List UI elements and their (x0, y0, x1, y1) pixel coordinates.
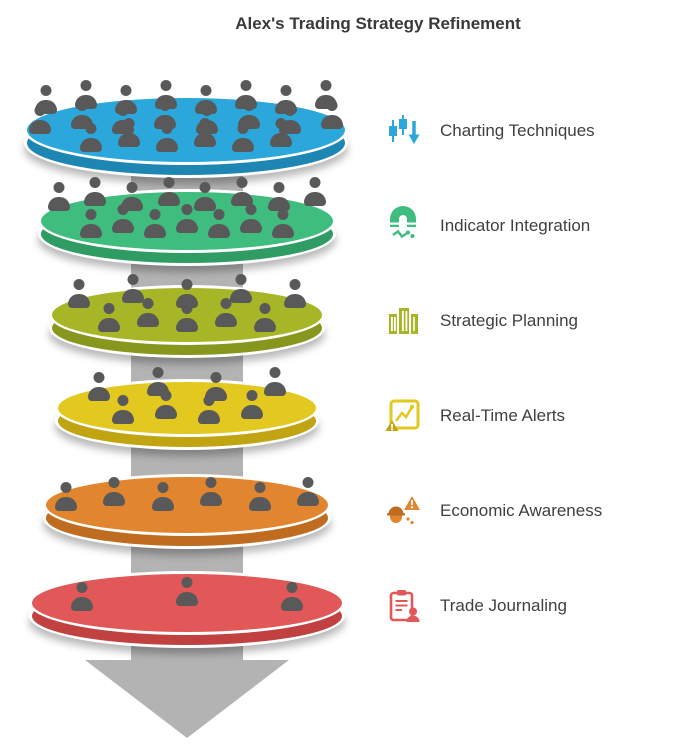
disc-surface (43, 474, 331, 536)
funnel-disc-real-time-alerts (55, 379, 319, 450)
person-icon (111, 204, 134, 233)
legend-strategic-planning: Strategic Planning (383, 297, 578, 345)
funnel-disc-economic-awareness (43, 474, 331, 549)
person-icon (231, 177, 254, 207)
legend-label: Economic Awareness (440, 501, 603, 520)
legend-charting-techniques: Charting Techniques (383, 107, 595, 155)
person-icon (232, 123, 255, 152)
person-icon (151, 482, 174, 512)
person-icon (208, 209, 231, 238)
magnet-icon (383, 206, 423, 246)
legend-indicator-integration: Indicator Integration (383, 202, 590, 250)
person-icon (321, 100, 344, 129)
person-icon (84, 177, 107, 207)
person-icon (194, 118, 217, 147)
person-icon (97, 303, 120, 332)
person-icon (117, 118, 140, 147)
person-icon (297, 477, 320, 507)
journal-icon (383, 586, 423, 626)
person-icon (28, 105, 51, 134)
person-icon (215, 298, 238, 327)
legend-label: Real-Time Alerts (440, 406, 566, 425)
legend-label: Trade Journaling (440, 596, 567, 615)
person-icon (267, 182, 290, 212)
legend-label: Strategic Planning (440, 311, 578, 330)
person-icon (272, 209, 295, 238)
person-icon (176, 204, 198, 233)
legend-economic-awareness: Economic Awareness (383, 487, 602, 535)
person-icon (200, 477, 223, 507)
chart-alert-icon (383, 396, 423, 436)
legend-label: Charting Techniques (440, 121, 595, 140)
person-icon (176, 577, 198, 606)
person-icon (68, 279, 90, 308)
person-icon (197, 395, 220, 425)
person-icon (79, 209, 102, 238)
funnel-disc-charting-techniques (24, 95, 348, 178)
person-icon (47, 182, 70, 212)
person-icon (284, 279, 306, 308)
person-icon (176, 303, 198, 332)
person-icon (111, 395, 134, 425)
person-icon (136, 298, 159, 327)
person-icon (88, 372, 111, 401)
funnel-disc-indicator-integration (38, 189, 336, 266)
person-icon (248, 482, 271, 512)
legend-trade-journaling: Trade Journaling (383, 582, 567, 630)
person-icon (281, 582, 304, 611)
person-icon (270, 118, 293, 147)
funnel-disc-strategic-planning (49, 285, 325, 358)
down-arrow-icon (85, 660, 289, 738)
person-icon (304, 177, 327, 207)
page-title: Alex's Trading Strategy Refinement (235, 14, 521, 33)
person-icon (155, 123, 178, 152)
person-icon (79, 123, 102, 152)
legend-real-time-alerts: Real-Time Alerts (383, 392, 565, 440)
person-icon (240, 390, 263, 420)
person-icon (103, 477, 126, 507)
person-icon (254, 303, 277, 332)
candlestick-chart-icon (383, 111, 423, 151)
buildings-icon (383, 301, 423, 341)
person-icon (263, 367, 286, 396)
person-icon (70, 582, 93, 611)
legend-label: Indicator Integration (440, 216, 591, 235)
funnel-disc-trade-journaling (29, 571, 345, 648)
person-icon (54, 482, 77, 512)
worker-alert-icon (383, 491, 423, 531)
person-icon (154, 390, 177, 420)
person-icon (157, 177, 180, 207)
person-icon (143, 209, 166, 238)
person-icon (240, 204, 263, 233)
